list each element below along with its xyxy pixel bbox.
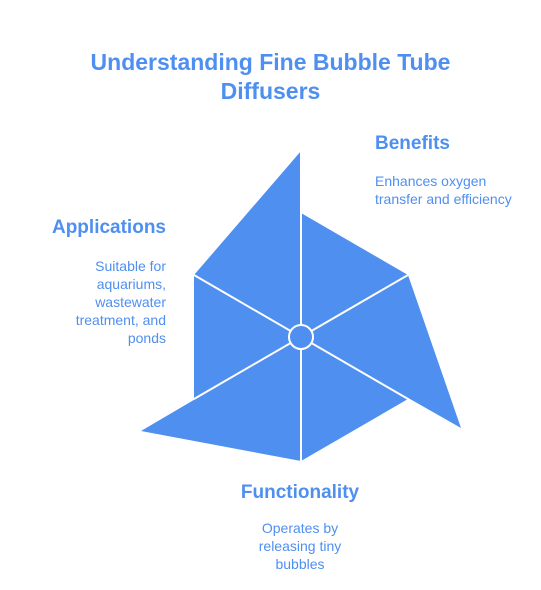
applications-text: Suitable for aquariums, wastewater treat… (75, 258, 166, 346)
segment-bottom-right (301, 337, 408, 461)
segment-top-right (301, 213, 408, 337)
benefits-heading: Benefits (375, 133, 450, 154)
functionality-heading: Functionality (240, 482, 360, 503)
center-hub (288, 324, 314, 350)
segment-bottom-left-functionality (141, 337, 301, 461)
functionality-text: Operates by releasing tiny bubbles (258, 520, 342, 572)
page-title: Understanding Fine Bubble Tube Diffusers (90, 49, 451, 104)
applications-heading: Applications (51, 217, 166, 238)
hexagon-segments (141, 151, 461, 461)
segment-left (194, 275, 301, 399)
benefits-text: Enhances oxygen transfer and efficiency (375, 173, 512, 207)
segment-right-benefits (301, 275, 461, 428)
